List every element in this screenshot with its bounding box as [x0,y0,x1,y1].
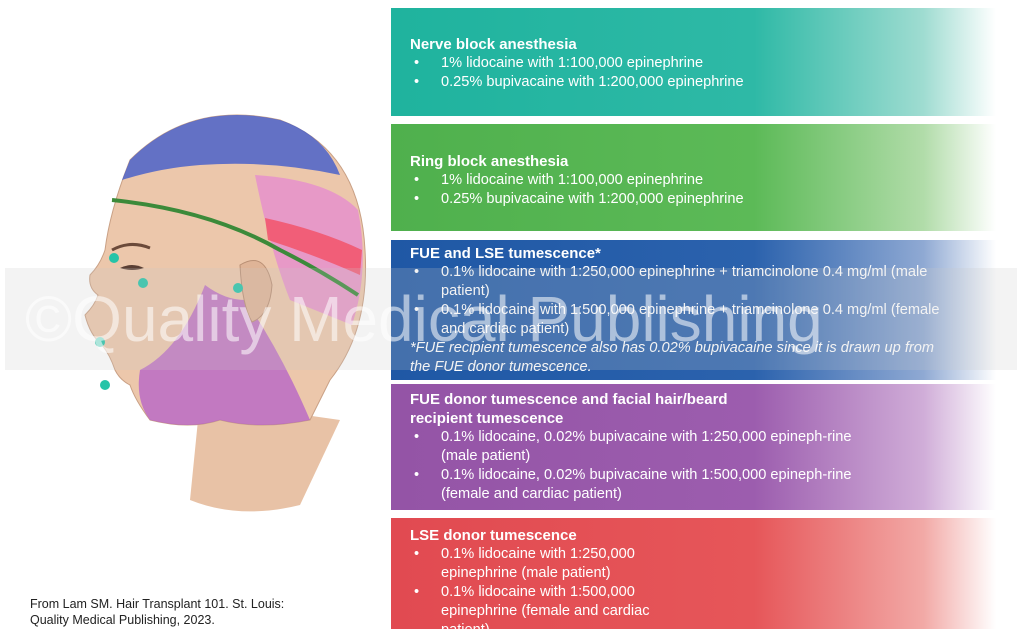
lse-donor-title: LSE donor tumescence [410,527,577,544]
fue-lse-panel: FUE and LSE tumescence* 0.1% lidocaine w… [391,240,996,380]
eyebrow [111,243,151,252]
ring-block-panel: Ring block anesthesia 1% lidocaine with … [391,124,996,231]
list-item: 1% lidocaine with 1:100,000 epinephrine [410,54,996,73]
list-item: 0.1% lidocaine with 1:250,000 epinephrin… [410,545,656,583]
list-item: 0.25% bupivacaine with 1:200,000 epineph… [410,190,996,209]
source-credit: From Lam SM. Hair Transplant 101. St. Lo… [30,596,284,628]
nerve-block-panel: Nerve block anesthesia 1% lidocaine with… [391,8,996,116]
list-item: 0.25% bupivacaine with 1:200,000 epineph… [410,73,996,92]
list-item: 0.1% lidocaine with 1:500,000 epinephrin… [410,301,956,339]
beard-purple-region [138,285,310,425]
neck-shape [190,400,340,512]
fue-lse-list: 0.1% lidocaine with 1:250,000 epinephrin… [410,263,996,339]
scalp-blue-region [122,115,340,180]
injection-point-mental [100,380,110,390]
fue-donor-title-line2: recipient tumescence [410,410,564,427]
list-item: 0.1% lidocaine, 0.02% bupivacaine with 1… [410,428,856,466]
fue-donor-panel: FUE donor tumescence and facial hair/bea… [391,384,996,510]
list-item: 1% lidocaine with 1:100,000 epinephrine [410,171,996,190]
list-item: 0.1% lidocaine with 1:250,000 epinephrin… [410,263,956,301]
injection-point-lip [95,337,105,347]
eye [120,265,144,270]
lse-donor-list: 0.1% lidocaine with 1:250,000 epinephrin… [410,545,996,640]
lse-donor-panel: LSE donor tumescence 0.1% lidocaine with… [391,518,996,638]
fue-donor-list: 0.1% lidocaine, 0.02% bupivacaine with 1… [410,428,996,504]
injection-point-supraorbital [109,253,119,263]
head-illustration [40,100,380,520]
credit-line-1: From Lam SM. Hair Transplant 101. St. Lo… [30,597,285,611]
fue-lse-note: *FUE recipient tumescence also has 0.02%… [410,340,935,375]
ear [239,260,273,323]
list-item: 0.1% lidocaine, 0.02% bupivacaine with 1… [410,466,856,504]
nerve-block-list: 1% lidocaine with 1:100,000 epinephrine … [410,54,996,92]
nerve-block-title: Nerve block anesthesia [410,36,577,53]
head-profile-svg [84,114,367,512]
ring-block-line [111,198,360,297]
donor-strip-red [265,218,362,275]
ring-block-list: 1% lidocaine with 1:100,000 epinephrine … [410,171,996,209]
ring-block-title: Ring block anesthesia [410,153,569,170]
injection-point-infraorbital [138,278,148,288]
fue-donor-title-line1: FUE donor tumescence and facial hair/bea… [410,391,728,408]
fue-lse-title: FUE and LSE tumescence* [410,245,601,262]
list-item: 0.1% lidocaine with 1:500,000 epinephrin… [410,583,656,640]
credit-line-2: Quality Medical Publishing, 2023. [30,613,215,627]
injection-point-auricular [233,283,243,293]
